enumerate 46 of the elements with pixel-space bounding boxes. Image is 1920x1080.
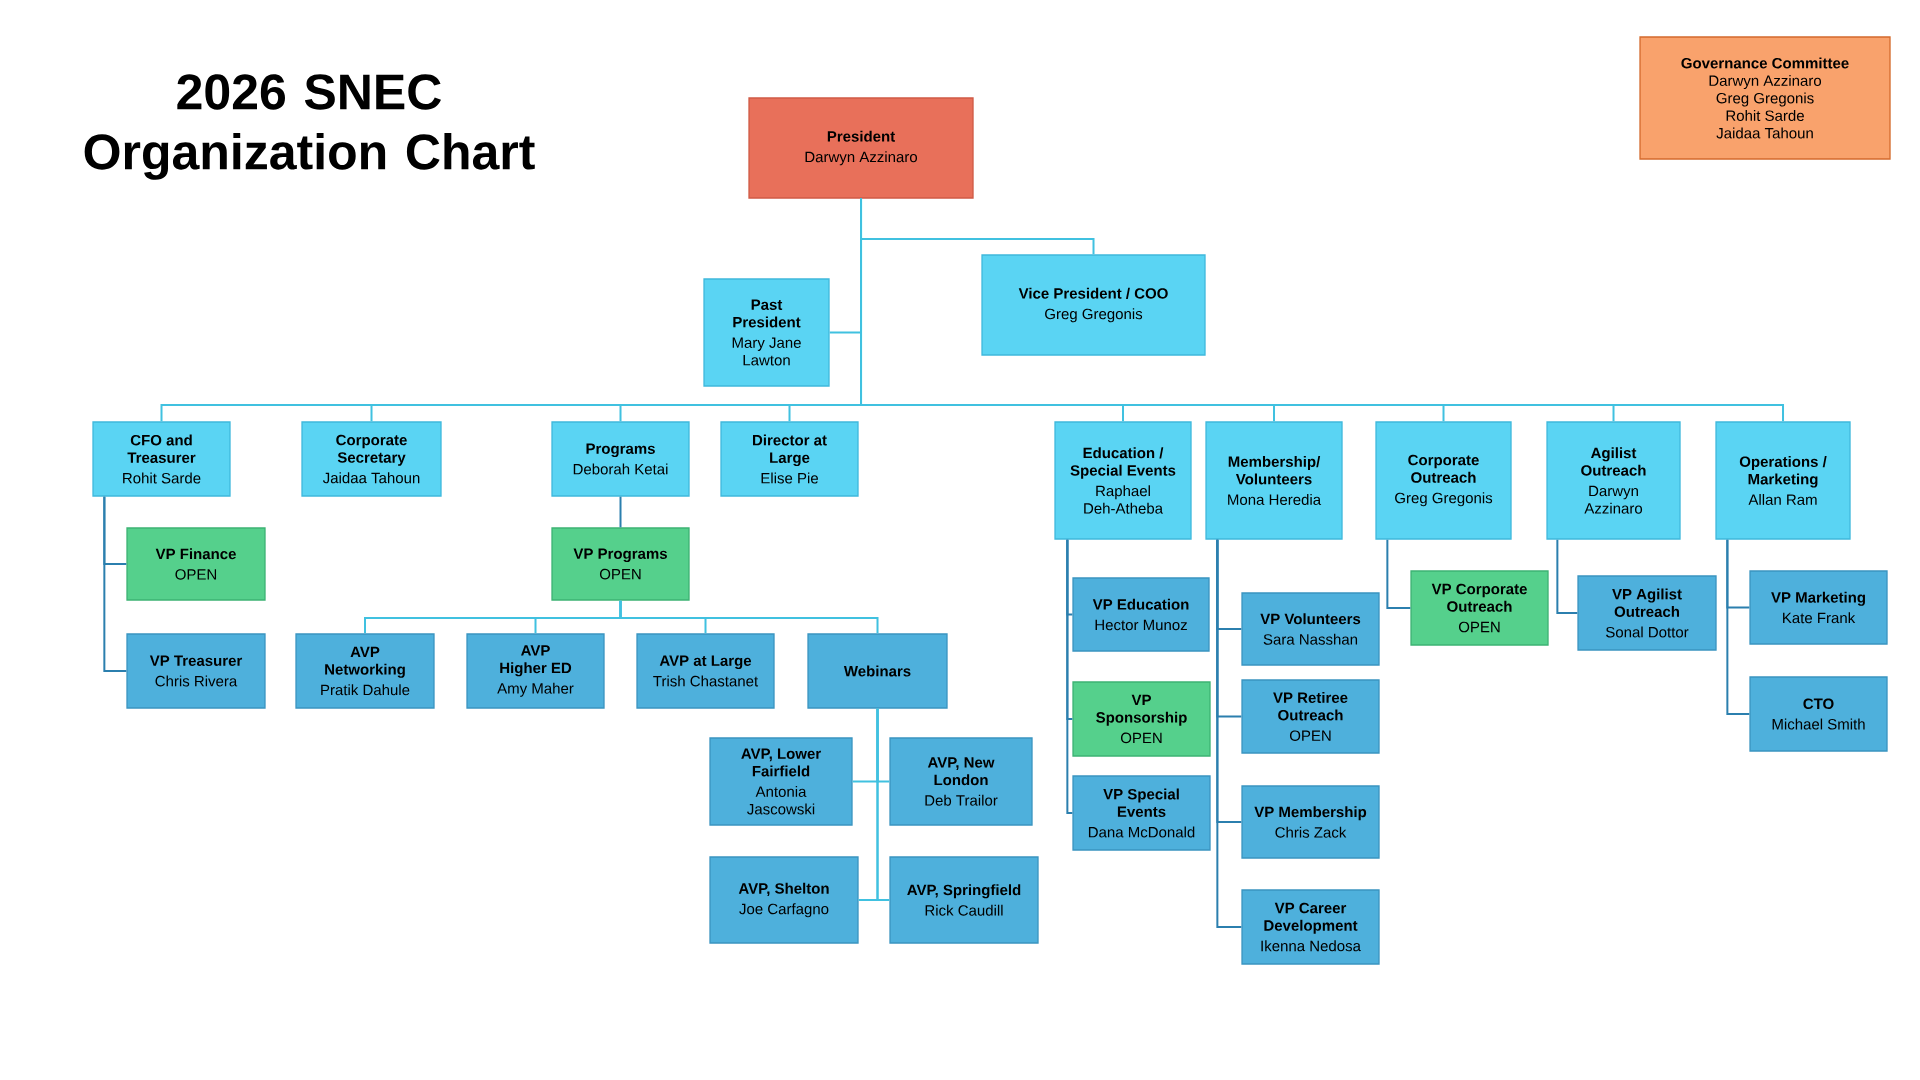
connector-line — [860, 197, 1784, 423]
connector-line — [1386, 538, 1412, 609]
position-box: Webinars — [807, 633, 948, 709]
position-box: AVP Higher ED Amy Maher — [466, 633, 605, 709]
position-box: VP Career Development Ikenna Nedosa — [1241, 889, 1380, 965]
connector-line — [619, 599, 879, 635]
position-box: VP Treasurer Chris Rivera — [126, 633, 266, 709]
position-box: AVP Networking Pratik Dahule — [295, 633, 435, 709]
position-box: Education / Special Events Raphael Deh-Atheba — [1054, 421, 1192, 540]
position-box: VP Education Hector Munoz — [1072, 577, 1210, 652]
position-box: CFO and Treasurer Rohit Sarde — [92, 421, 231, 497]
position-box: Past President Mary Jane Lawton — [703, 278, 830, 387]
position-box: Agilist Outreach Darwyn Azzinaro — [1546, 421, 1681, 540]
position-box: Corporate Outreach Greg Gregonis — [1375, 421, 1512, 540]
position-box: Membership/ Volunteers Mona Heredia — [1205, 421, 1343, 540]
connector-line — [876, 707, 891, 901]
connector-line — [1066, 538, 1074, 814]
position-box: AVP, Springfield Rick Caudill — [889, 856, 1039, 944]
position-box: VP Marketing Kate Frank — [1749, 570, 1888, 645]
position-box: CTO Michael Smith — [1749, 676, 1888, 752]
position-box: AVP, Lower Fairfield Antonia Jascowski — [709, 737, 853, 826]
connector-line — [1556, 538, 1579, 614]
position-box: Programs Deborah Ketai — [551, 421, 690, 497]
connector-line — [103, 495, 128, 672]
position-box: VP Corporate Outreach OPEN — [1410, 570, 1549, 646]
position-box: AVP, Shelton Joe Carfagno — [709, 856, 859, 944]
position-box: Operations / Marketing Allan Ram — [1715, 421, 1851, 540]
position-box: VP Retiree Outreach OPEN — [1241, 679, 1380, 754]
position-box: Vice President / COO Greg Gregonis — [981, 254, 1206, 356]
position-box: Director at Large Elise Pie — [720, 421, 859, 497]
position-box: VP Membership Chris Zack — [1241, 785, 1380, 859]
position-box: Corporate Secretary Jaidaa Tahoun — [301, 421, 442, 497]
position-box: VP Agilist Outreach Sonal Dottor — [1577, 575, 1717, 651]
position-box: VP Special Events Dana McDonald — [1072, 775, 1211, 851]
committee-box: Governance Committee Darwyn Azzinaro Greg Gregonis Rohit Sarde Jaidaa Tahoun — [1639, 36, 1891, 160]
connector-line — [619, 495, 622, 529]
connector-line — [1216, 538, 1243, 928]
position-box: President Darwyn Azzinaro — [748, 97, 974, 199]
position-box: VP Sponsorship OPEN — [1072, 681, 1211, 757]
connector-line — [1726, 538, 1751, 715]
position-box: VP Finance OPEN — [126, 527, 266, 601]
position-box: VP Volunteers Sara Nasshan — [1241, 592, 1380, 666]
chart-title: 2026 SNEC Organization Chart — [84, 74, 535, 180]
position-box: AVP at Large Trish Chastanet — [636, 633, 775, 709]
position-box: VP Programs OPEN — [551, 527, 690, 601]
position-box: AVP, New London Deb Trailor — [889, 737, 1033, 826]
